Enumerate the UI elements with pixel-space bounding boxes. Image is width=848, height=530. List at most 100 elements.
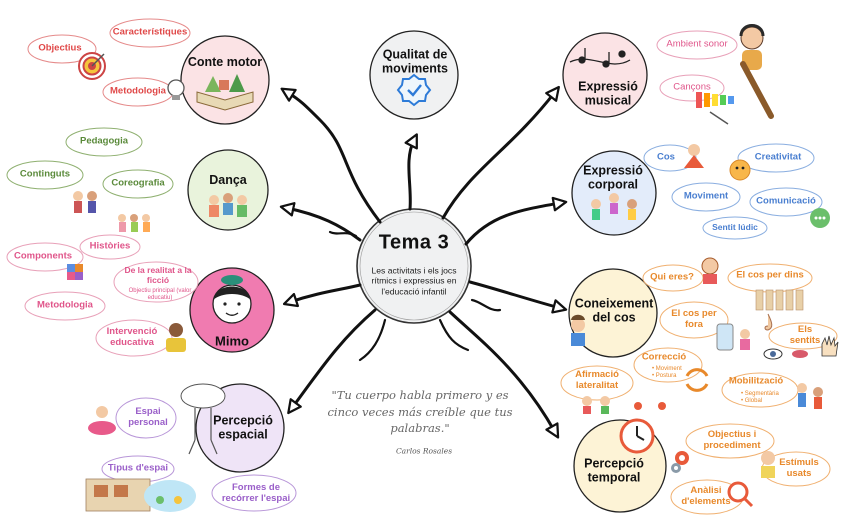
- title-mimo: Mimo: [215, 333, 249, 349]
- jumping-children-icon: [591, 193, 637, 220]
- branch-line-mimo: [282, 283, 362, 308]
- child-swimsuit-icon: [571, 314, 585, 346]
- item-cos-per-dins: El cos per dins: [736, 269, 804, 281]
- playground-icon: [85, 478, 151, 512]
- item-formes-recorrer: Formes de recórrer l'espai: [221, 482, 291, 504]
- item-espai-personal: Espai personal: [128, 406, 168, 428]
- item-sentits: Els sentits: [789, 324, 821, 346]
- item-sentit-ludic: Sentit lúdic: [712, 222, 758, 233]
- quote-author: Carlos Rosales: [395, 446, 453, 456]
- magnifier-icon: [727, 481, 754, 508]
- item-comunicacio: Comunicació: [756, 195, 816, 207]
- node-danca: [187, 149, 269, 231]
- title-coneixement-cos: Coneixement del cos: [574, 296, 654, 325]
- center-description: Les activitats i els jocs rítmics i expr…: [371, 265, 457, 297]
- clock-icon: [619, 418, 655, 454]
- mime-face-icon: [212, 275, 252, 324]
- branch-line-espacial: [287, 308, 377, 415]
- creativity-star-icon: [729, 159, 751, 181]
- child-questions-icon: [701, 257, 719, 284]
- music-notes-icon: [569, 48, 631, 68]
- item-correccio-sub: • Moviment • Postura: [652, 366, 682, 379]
- story-children-icon-2: [118, 214, 150, 232]
- chat-bubble-icon: [810, 208, 830, 228]
- item-correccio: Correcció: [641, 351, 687, 363]
- skeleton-icon: [755, 289, 804, 311]
- ghost-figure-icon: [180, 383, 226, 455]
- target-icon: [78, 52, 106, 80]
- dancing-children-icon: [209, 193, 247, 217]
- item-realitat-ficcio-sub: Objectiu principal (valor educatiu): [128, 288, 192, 301]
- xylophone-icon: [696, 92, 734, 125]
- item-objectius: Objectius: [38, 42, 82, 54]
- item-objectius-procediment: Objectius i procediment: [703, 429, 761, 451]
- item-ambient-sonor: Ambient sonor: [666, 38, 728, 50]
- flute-icon: [740, 61, 774, 119]
- item-qui-eres: Qui eres?: [650, 271, 694, 283]
- mirror-icon: [716, 323, 750, 351]
- child-headphones-icon: [739, 24, 765, 70]
- alarm-clock-icon: [634, 402, 666, 410]
- node-espacial: [195, 383, 285, 473]
- quote-text: "Tu cuerpo habla primero y es cinco vece…: [327, 387, 513, 436]
- title-danca: Dança: [209, 172, 247, 187]
- puzzle-icon: [67, 264, 83, 280]
- title-qualitat-moviments: Qualitat de moviments: [382, 47, 448, 76]
- branch-line-conte-motor: [280, 87, 382, 224]
- item-pedagogia: Pedagogia: [79, 135, 129, 147]
- center-node: [356, 208, 472, 324]
- item-tipus-espai: Tipus d'espai: [107, 462, 169, 474]
- title-percepcio-temporal: Percepció temporal: [584, 456, 644, 485]
- item-cos: Cos: [657, 151, 675, 163]
- cycle-arrows-icon: [685, 368, 709, 392]
- playground-icon-2: [144, 480, 196, 512]
- node-musical: [562, 32, 648, 118]
- item-afirmacio: Afirmació lateralitat: [575, 369, 619, 391]
- item-mobilitzacio-sub: • Segmentària • Global: [741, 391, 779, 404]
- title-percepcio-espacial: Percepció espacial: [213, 413, 273, 442]
- item-histories: Històries: [89, 240, 131, 252]
- center-title: Tema 3: [378, 231, 450, 254]
- branch-line-temporal: [448, 310, 560, 439]
- child-reading-icon: [166, 323, 186, 352]
- quality-badge-icon: [396, 73, 432, 107]
- title-expressio-corporal: Expressió corporal: [583, 163, 643, 192]
- branch-line-danca: [279, 202, 362, 242]
- meditating-child-icon: [88, 406, 116, 435]
- girl-dress-icon: [684, 144, 704, 168]
- item-coreografia: Coreografia: [111, 177, 165, 189]
- item-moviment: Moviment: [683, 190, 729, 202]
- mouth-icon: [792, 350, 808, 358]
- branch-line-coneixement: [468, 280, 568, 314]
- book-illustration: [196, 74, 254, 111]
- item-mobilitzacio: Mobilització: [728, 375, 784, 387]
- item-intervencio: Intervenció educativa: [106, 326, 158, 348]
- branch-line-qualitat: [404, 133, 418, 211]
- item-realitat-ficcio: De la realitat a la ficció: [124, 265, 192, 285]
- item-metodologia-conte: Metodologia: [110, 85, 166, 97]
- lightbulb-icon: [167, 79, 185, 100]
- item-creativitat: Creativitat: [754, 151, 802, 163]
- item-components: Components: [13, 250, 73, 262]
- laterality-children-icon: [582, 396, 610, 414]
- eye-icon: [763, 348, 783, 360]
- item-cos-per-fora: El cos per fora: [671, 308, 717, 330]
- item-bubbles: [6, 18, 838, 515]
- item-caracteristiques: Característiques: [112, 26, 188, 38]
- hand-icon: [821, 335, 839, 357]
- item-estimuls: Estímuls usats: [779, 457, 819, 479]
- node-coneixement: [568, 268, 658, 358]
- title-expressio-musical: Expressió musical: [578, 79, 638, 108]
- branch-lines: [279, 85, 568, 439]
- branch-line-corporal: [464, 196, 568, 246]
- gears-icon: [671, 451, 689, 473]
- item-analisi: Anàlisi d'elements: [681, 485, 731, 507]
- item-continguts: Continguts: [19, 168, 71, 180]
- timer-girl-icon: [761, 451, 775, 478]
- item-metodologia-mimo: Metodologia: [37, 299, 93, 311]
- item-cancons: Cançons: [673, 81, 711, 93]
- story-children-icon: [73, 191, 97, 213]
- nose-icon: [764, 313, 773, 331]
- stretching-children-icon: [797, 383, 823, 409]
